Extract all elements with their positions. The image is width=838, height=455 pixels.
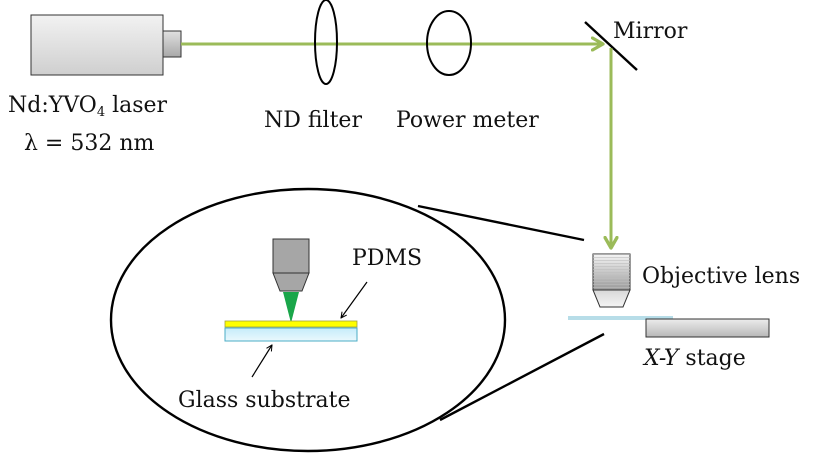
inset-magnifier xyxy=(109,187,507,453)
xy-stage xyxy=(645,318,770,338)
laser-body xyxy=(30,14,164,76)
glass-pointer-arrow xyxy=(251,345,272,378)
laser-label: Nd:YVO4 laser xyxy=(8,93,168,120)
laser xyxy=(30,14,182,76)
pdms-pointer-arrow xyxy=(341,281,368,318)
nd-filter-label: ND filter xyxy=(264,108,362,133)
power-meter xyxy=(426,10,472,76)
glass-substrate xyxy=(224,327,358,342)
inset-objective xyxy=(272,238,310,292)
mirror xyxy=(584,21,638,71)
sample-glass-strip xyxy=(568,316,673,320)
power-meter-label: Power meter xyxy=(396,108,539,133)
pdms-label: PDMS xyxy=(352,246,423,271)
mirror-label: Mirror xyxy=(613,19,688,44)
nd-filter xyxy=(314,0,338,85)
wavelength-label: λ = 532 nm xyxy=(24,131,155,156)
objective-lens-label: Objective lens xyxy=(642,264,801,289)
xy-stage-label: X-Y stage xyxy=(644,346,746,371)
objective-lens xyxy=(592,253,631,308)
focus-cone xyxy=(283,292,299,323)
pdms-layer xyxy=(224,320,358,328)
zoom-line-top xyxy=(417,204,585,242)
glass-substrate-label: Glass substrate xyxy=(178,388,351,413)
zoom-line-bottom xyxy=(439,332,605,422)
laser-nozzle xyxy=(162,30,182,58)
